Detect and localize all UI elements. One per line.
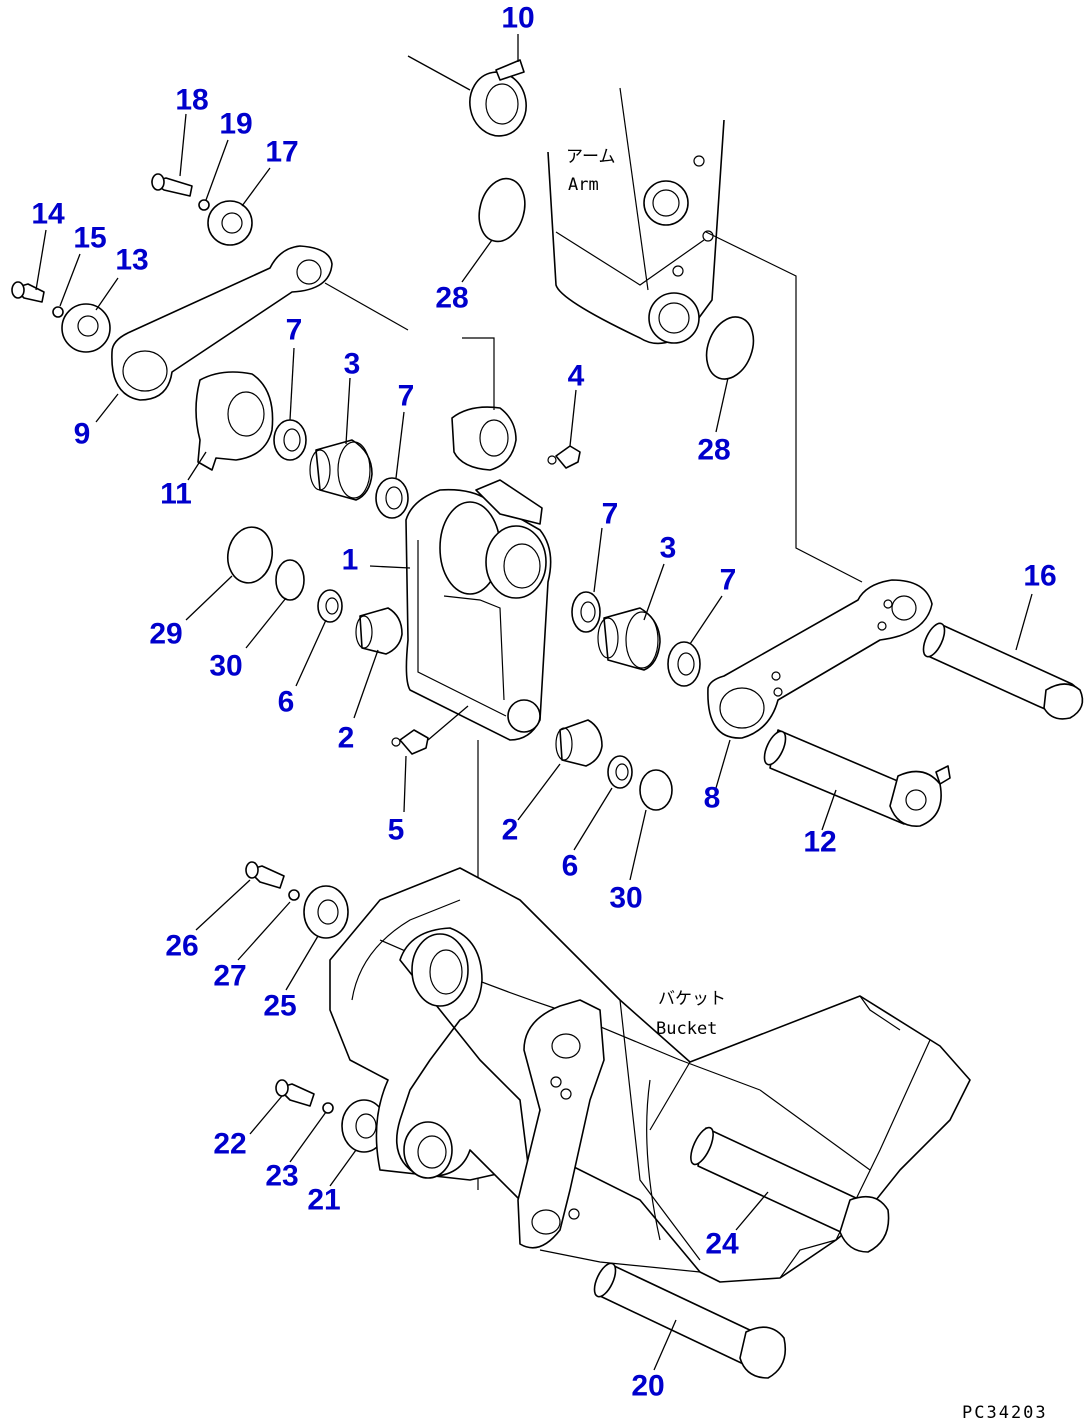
callout-17: 17 bbox=[265, 136, 298, 169]
part-14-bolt bbox=[11, 281, 45, 303]
callout-27: 27 bbox=[213, 960, 246, 993]
part-7-seal-d bbox=[667, 641, 701, 687]
part-26-bolt bbox=[245, 861, 285, 889]
part-4-fitting bbox=[547, 445, 581, 469]
part-27-washer bbox=[288, 889, 300, 901]
link-part-1 bbox=[405, 479, 552, 741]
part-5-fitting bbox=[391, 705, 469, 755]
callout-7-d: 7 bbox=[720, 564, 737, 597]
callout-labels: 10 18 19 17 14 15 13 28 7 3 4 7 9 11 28 … bbox=[31, 2, 1056, 1403]
callout-8: 8 bbox=[704, 782, 721, 815]
callout-3-left: 3 bbox=[344, 348, 361, 381]
part-24-pin bbox=[690, 1126, 890, 1253]
arm-label-en: Arm bbox=[568, 175, 599, 195]
callout-10: 10 bbox=[501, 2, 534, 35]
leader-lines bbox=[35, 34, 1033, 1371]
callout-19: 19 bbox=[219, 108, 252, 141]
part-25-plate bbox=[303, 885, 349, 939]
part-28-upper bbox=[478, 177, 526, 243]
callout-28-upper: 28 bbox=[435, 282, 468, 315]
part-7-seal-c bbox=[571, 591, 601, 633]
callout-9: 9 bbox=[74, 418, 91, 451]
link-part-8 bbox=[705, 231, 933, 739]
callout-1: 1 bbox=[342, 544, 359, 577]
callout-7-b: 7 bbox=[398, 380, 415, 413]
callout-21: 21 bbox=[307, 1184, 340, 1217]
callout-11: 11 bbox=[160, 478, 192, 511]
part-19-washer bbox=[198, 199, 210, 211]
callout-15: 15 bbox=[73, 222, 106, 255]
part-2-bushing-right bbox=[555, 719, 603, 767]
part-3-bushing-right bbox=[597, 607, 661, 671]
callout-26: 26 bbox=[165, 930, 198, 963]
arm-body: アーム Arm bbox=[547, 87, 725, 345]
link-part-9 bbox=[111, 245, 409, 401]
callout-5: 5 bbox=[388, 814, 405, 847]
callout-13: 13 bbox=[115, 244, 148, 277]
part-30-ring-right bbox=[639, 769, 673, 811]
callout-25: 25 bbox=[263, 990, 296, 1023]
part-11-bracket bbox=[195, 371, 274, 471]
part-6-seal-right bbox=[607, 755, 633, 789]
part-6-seal-left bbox=[317, 589, 343, 623]
part-29-shim bbox=[226, 526, 274, 584]
callout-16: 16 bbox=[1023, 560, 1056, 593]
callout-18: 18 bbox=[175, 84, 208, 117]
callout-28-lower: 28 bbox=[697, 434, 730, 467]
callout-12: 12 bbox=[803, 826, 836, 859]
callout-2-right: 2 bbox=[502, 814, 519, 847]
part-12-pin bbox=[763, 729, 951, 827]
part-18-bolt bbox=[151, 173, 193, 197]
callout-6-right: 6 bbox=[562, 850, 579, 883]
callout-30-right: 30 bbox=[609, 882, 642, 915]
part-28-lower bbox=[705, 316, 755, 380]
part-16-pin bbox=[922, 622, 1084, 720]
part-22-bolt bbox=[275, 1079, 315, 1107]
part-30-ring-left bbox=[275, 559, 305, 601]
bucket-label-en: Bucket bbox=[656, 1019, 717, 1039]
part-7-seal-b bbox=[375, 477, 409, 519]
part-15-washer bbox=[52, 306, 64, 318]
part-2-bushing-left bbox=[355, 607, 403, 655]
callout-24: 24 bbox=[705, 1228, 739, 1261]
callout-30-left: 30 bbox=[209, 650, 242, 683]
callout-29: 29 bbox=[149, 618, 182, 651]
callout-7-c: 7 bbox=[602, 498, 619, 531]
callout-22: 22 bbox=[213, 1128, 246, 1161]
callout-7-a: 7 bbox=[286, 314, 303, 347]
part-20-pin bbox=[593, 1262, 787, 1379]
callout-3-right: 3 bbox=[660, 532, 677, 565]
drawing-code: PC34203 bbox=[962, 1403, 1048, 1423]
part-3-bushing-left bbox=[309, 439, 373, 501]
callout-6-left: 6 bbox=[278, 686, 295, 719]
callout-2-left: 2 bbox=[338, 722, 355, 755]
bucket-label-jp: バケット bbox=[658, 989, 726, 1009]
part-7-seal-a bbox=[273, 419, 307, 461]
arm-label-jp: アーム bbox=[566, 147, 615, 167]
part-23-washer bbox=[322, 1102, 334, 1114]
part-13-plate bbox=[61, 303, 111, 353]
callout-20: 20 bbox=[631, 1370, 664, 1403]
callout-23: 23 bbox=[265, 1160, 298, 1193]
part-10 bbox=[407, 55, 527, 137]
part-17-plate bbox=[207, 200, 253, 246]
callout-4: 4 bbox=[568, 360, 585, 393]
callout-14: 14 bbox=[31, 198, 65, 231]
link-boss bbox=[451, 337, 517, 471]
